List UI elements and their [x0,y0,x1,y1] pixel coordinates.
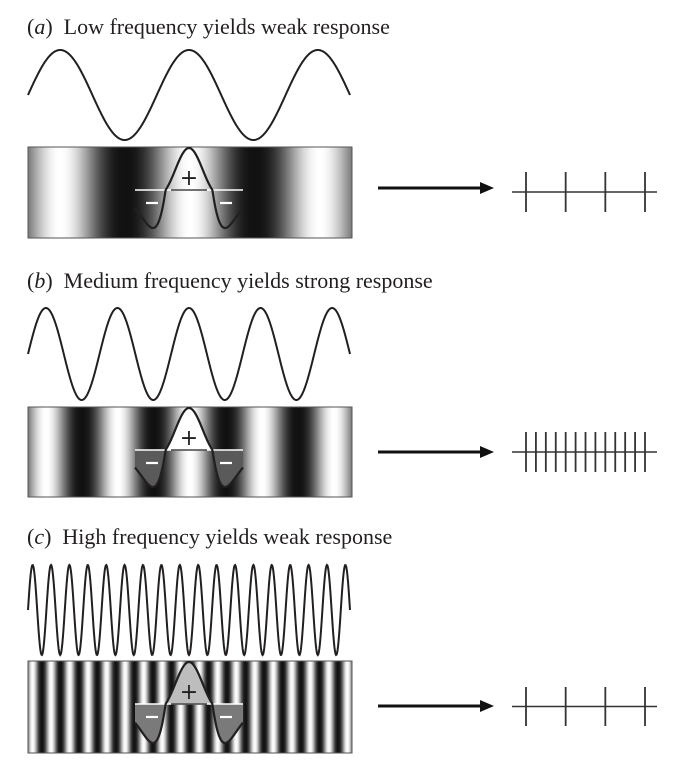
rf-center-plus-sign: + [180,426,198,451]
receptive-field-profile [134,146,244,230]
rf-center-fill [165,662,213,704]
arrow-head-icon [480,182,494,194]
rf-surround-right-fill [212,450,243,487]
panel-b-letter: b [34,268,46,293]
rf-surround-right-fill [212,704,243,743]
panel-a-title: (a) Low frequency yields weak response [27,14,390,39]
panel-b-title-text: Medium frequency yields strong response [63,268,433,293]
rf-surround-left-fill [135,450,166,487]
receptive-field-profile [134,406,244,489]
panel-a-title-text: Low frequency yields weak response [63,14,390,39]
panel-b-title: (b) Medium frequency yields strong respo… [27,268,433,293]
panel-b: + [27,306,657,498]
panel-a: + [27,48,657,239]
luminance-profile-wave [27,563,351,657]
sine-wave-grating [27,146,353,239]
arrow-head-icon [480,446,494,458]
panel-c-title-text: High frequency yields weak response [62,524,393,549]
panel-c-letter: c [34,524,45,549]
rf-surround-left-fill [135,704,166,743]
rf-center-fill [165,408,213,450]
rf-center-plus-sign: + [180,166,198,191]
panel-c: + [27,563,657,754]
rf-center-plus-sign: + [180,680,198,705]
luminance-profile-wave [27,306,351,402]
panel-a-letter: a [34,14,46,39]
arrow-head-icon [480,700,494,712]
luminance-profile-wave [27,48,351,142]
panel-c-title: (c) High frequency yields weak response [27,524,393,549]
receptive-field-profile [134,660,244,745]
